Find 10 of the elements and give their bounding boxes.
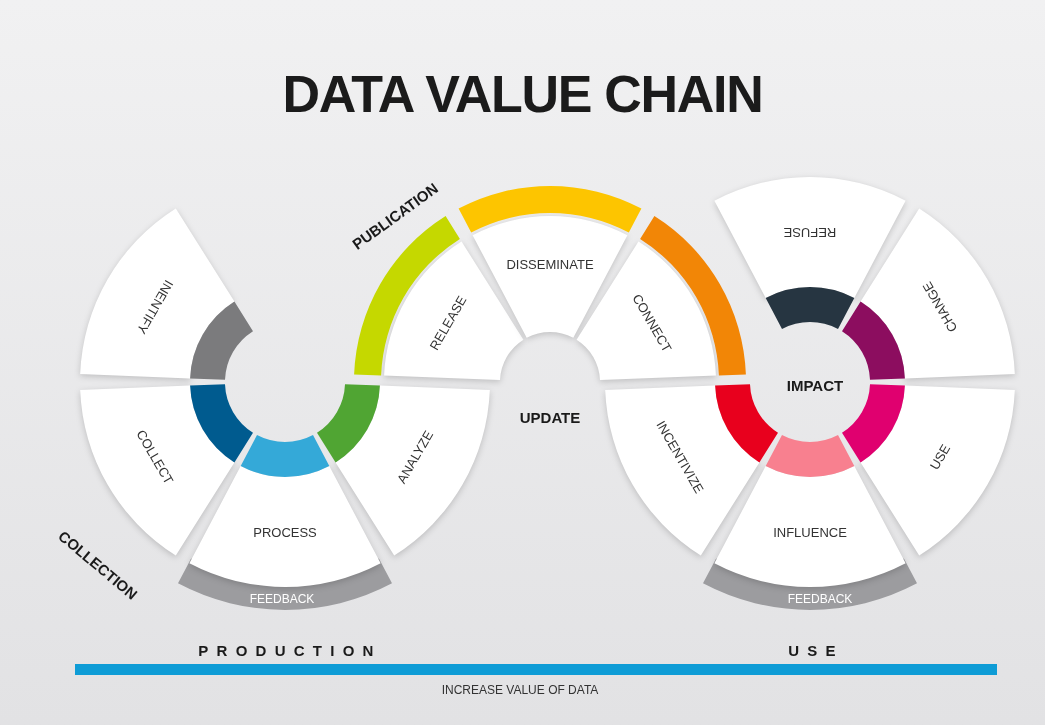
phase-label: USE — [788, 642, 844, 658]
phase-label: PRODUCTION — [198, 642, 382, 658]
center-label: UPDATE — [519, 409, 581, 425]
segment-label: PROCESS — [253, 525, 317, 539]
segment-label: INFLUENCE — [773, 525, 847, 539]
segment-label: DISSEMINATE — [506, 257, 594, 271]
center-label: IMPACT — [786, 377, 844, 393]
segment-label: REFUSE — [783, 225, 837, 239]
title: DATA VALUE CHAIN — [281, 68, 764, 120]
axis-caption: INCREASE VALUE OF DATA — [441, 684, 599, 696]
